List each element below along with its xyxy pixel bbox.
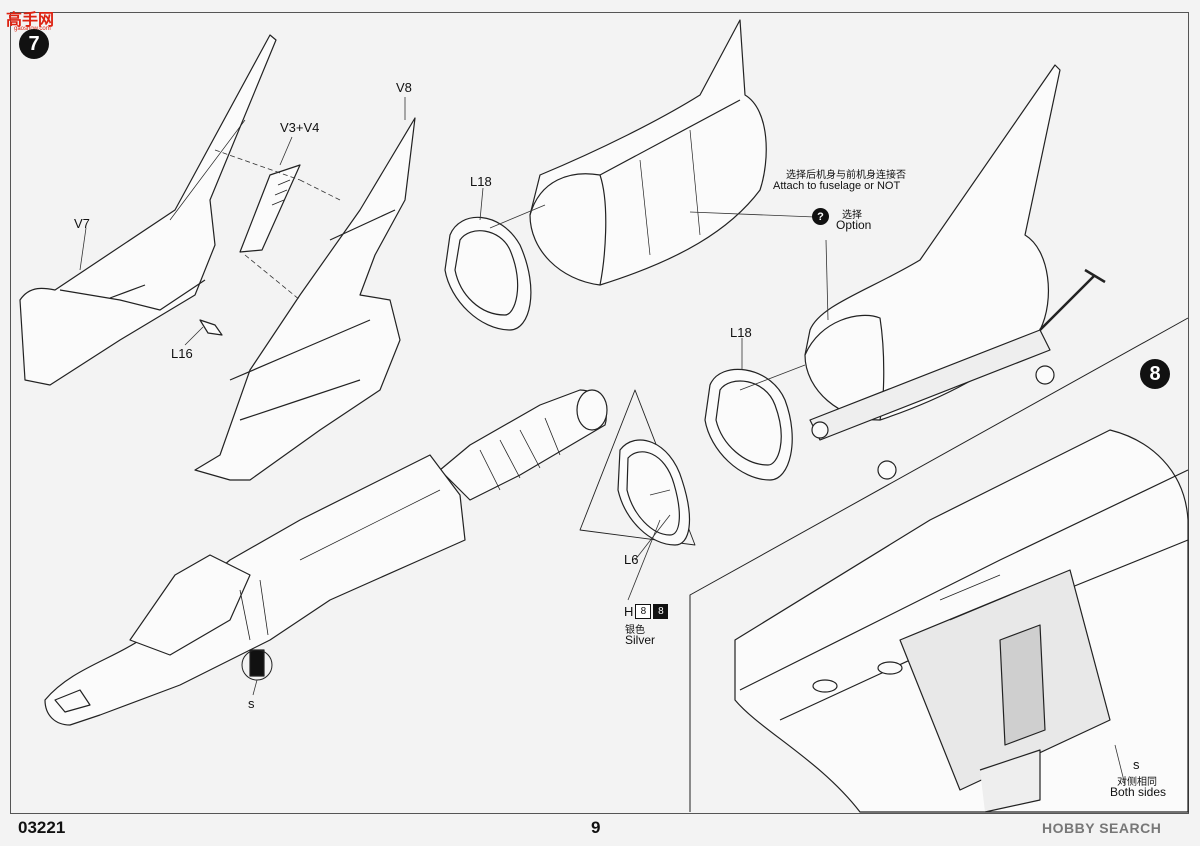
label-s-left: s [248, 696, 255, 711]
leader-v3v4 [279, 136, 293, 166]
part-v3v4 [239, 164, 301, 253]
both-sides-en: Both sides [1110, 785, 1167, 799]
label-v3v4: V3+V4 [280, 120, 320, 135]
leader-option [825, 239, 829, 321]
option-cn: 选择 [842, 210, 862, 221]
leader-s-right [1114, 744, 1126, 786]
leader-s-left [252, 679, 258, 696]
ring-l6 [617, 439, 691, 546]
guide-line [299, 179, 341, 201]
attach-note-en: Attach to fuselage or NOT [773, 180, 901, 192]
paint-cn: 银色 [625, 625, 645, 636]
label-l18-top: L18 [470, 174, 492, 189]
watermark-logo: 高手网 [6, 12, 55, 29]
label-s-right: s [1133, 757, 1140, 772]
guide-line [489, 204, 546, 229]
option-icon: ? [812, 208, 829, 225]
label-l16: L16 [171, 346, 193, 361]
guide-line [649, 489, 671, 496]
paint-en: Silver [625, 633, 656, 647]
label-v7: V7 [74, 216, 90, 231]
leader-l6 [634, 514, 671, 561]
tail-half-v7 [19, 34, 277, 386]
rear-fuselage-trolley [804, 64, 1106, 480]
label-l18-right: L18 [730, 325, 752, 340]
part-l16 [199, 319, 223, 336]
guide-line [739, 364, 806, 391]
label-l6: L6 [624, 552, 639, 567]
paint-code: H [624, 604, 634, 619]
step-8-badge: 8 [1140, 359, 1170, 389]
ring-l18-top [444, 216, 532, 331]
forward-fuselage [44, 454, 466, 726]
step8-detail [689, 317, 1189, 813]
leader-l18-top [479, 187, 484, 221]
paint-callout: H 8 8 [624, 604, 669, 619]
leader-v7 [79, 227, 87, 271]
leader-paint [627, 519, 661, 601]
rear-fuselage-top [529, 19, 767, 286]
option-en: Option [836, 218, 872, 232]
tail-half-v8 [194, 117, 416, 481]
engine [439, 389, 608, 501]
page-frame [10, 12, 1189, 814]
attach-note-cn: 选择后机身与前机身连接否 [786, 170, 906, 181]
leader-l16 [184, 326, 204, 346]
paint-number-black: 8 [653, 604, 669, 619]
guide-line [214, 149, 301, 181]
paint-number-white: 8 [635, 604, 652, 619]
guide-line [244, 254, 301, 301]
page-number: 9 [591, 818, 601, 837]
watermark-brand: HOBBY SEARCH [1042, 820, 1162, 836]
ring-l18-right [704, 368, 793, 481]
both-sides-cn: 对侧相同 [1117, 777, 1157, 788]
kit-number: 03221 [18, 818, 66, 837]
step-7-badge: 7 [19, 29, 49, 59]
leader-option [689, 211, 816, 218]
label-v8: V8 [396, 80, 412, 95]
